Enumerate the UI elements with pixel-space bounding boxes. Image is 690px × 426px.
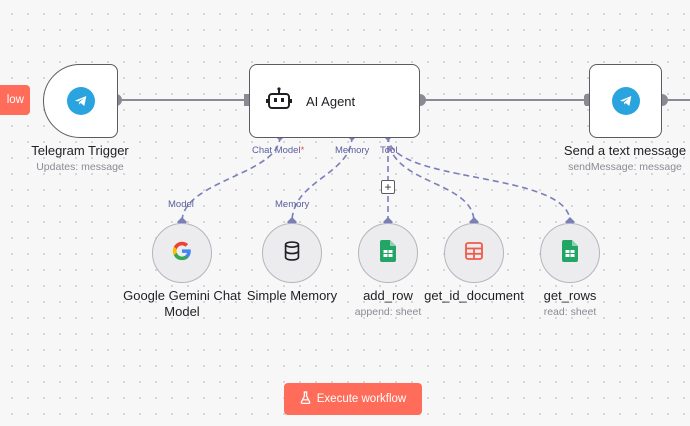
google-gemini-chat-model-title: Google Gemini Chat Model [112,288,252,320]
add-row-node[interactable] [358,223,418,283]
send-text-message-subtitle: sendMessage: message [568,161,682,173]
input-handle [244,94,250,106]
add-row-subtitle: append: sheet [354,306,422,318]
execute-flow-button[interactable]: low [0,85,30,115]
telegram-icon [66,87,95,115]
get-rows-subtitle: read: sheet [543,306,597,318]
send-text-message-node[interactable] [589,64,662,138]
ai-agent-title: AI Agent [306,93,356,109]
google-icon [171,240,193,267]
telegram-trigger-subtitle: Updates: message [36,161,124,173]
get-id-document-title: get_id_document [424,288,524,303]
add-tool-button[interactable]: + [381,180,395,194]
execute-workflow-label: Execute workflow [316,393,407,405]
google-sheets-icon [562,239,578,267]
get-id-document-node[interactable] [444,223,504,283]
telegram-icon [611,87,640,115]
port-label-tool: Tool [380,145,398,156]
get-rows-title: get_rows [543,288,597,303]
flask-icon [300,391,311,407]
chat-model-label: Chat Model [252,145,301,156]
sub-port-label-model: Model [168,199,194,210]
connection-chat-model [181,135,281,223]
input-handle [585,94,591,106]
port-label-memory: Memory [335,145,370,156]
table-icon [464,241,484,266]
telegram-trigger-title: Telegram Trigger [31,143,129,158]
sub-port-label-memory: Memory [275,199,310,210]
execute-workflow-button[interactable]: Execute workflow [284,383,422,415]
simple-memory-title: Simple Memory [246,288,338,303]
database-icon [281,240,303,267]
port-label-chat-model: Chat Model* [252,145,304,156]
connection-memory [291,135,353,223]
flow-button-label: low [6,94,24,106]
gemini-title-line1: Google Gemini Chat [123,288,241,303]
get-rows-node[interactable] [540,223,600,283]
google-gemini-chat-model-node[interactable] [152,223,212,283]
connection-tool-get-id [387,135,475,223]
telegram-trigger-node[interactable] [43,64,118,138]
send-text-message-title: Send a text message [563,143,687,158]
robot-icon [266,86,292,117]
gemini-title-line2: Model [164,304,200,319]
google-sheets-icon [380,239,396,267]
plus-icon: + [384,180,392,194]
ai-agent-node[interactable]: AI Agent [249,64,420,138]
simple-memory-node[interactable] [262,223,322,283]
connection-tool-get-rows [387,135,571,223]
add-row-title: add_row [363,288,413,303]
required-mark: * [300,145,305,156]
